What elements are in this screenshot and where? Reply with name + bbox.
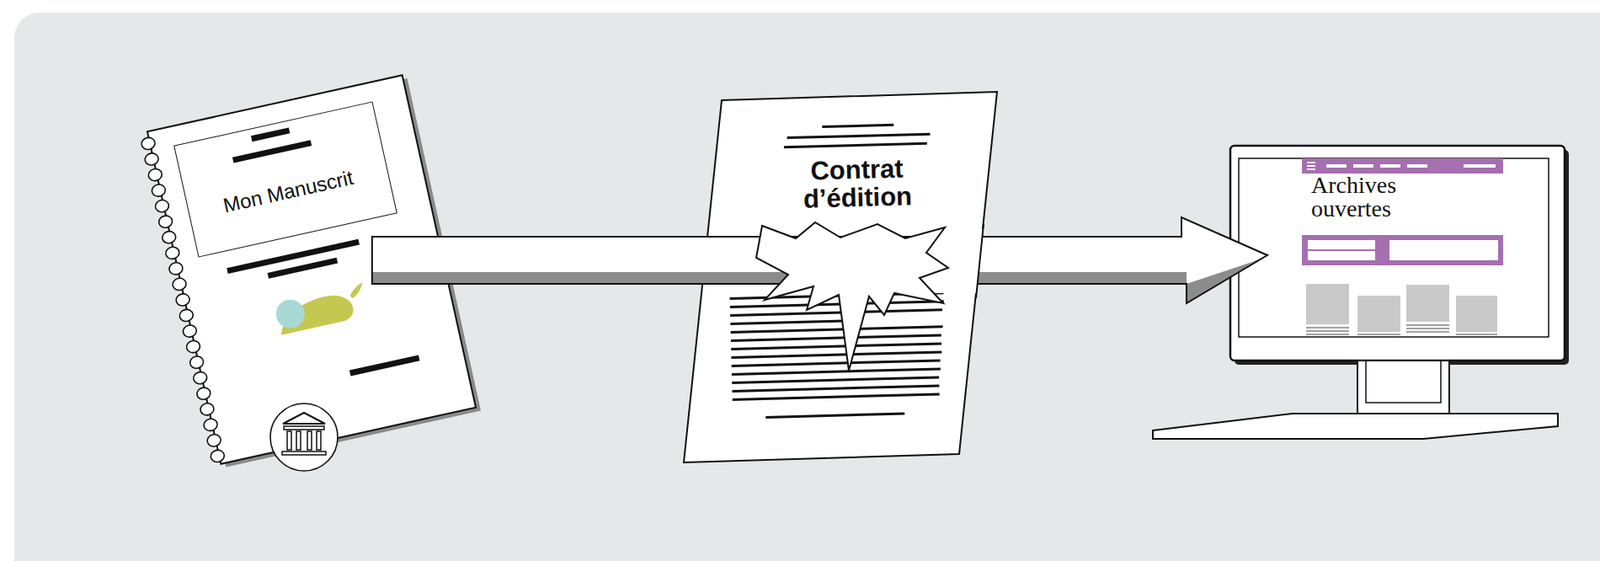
teal-dot	[273, 296, 309, 331]
spiral-ring	[147, 167, 164, 182]
text-bar	[267, 260, 337, 276]
site-menu-bar	[1301, 158, 1504, 174]
monitor-neck-inner	[1365, 360, 1441, 403]
spiral-ring	[181, 323, 198, 338]
spiral-ring	[175, 292, 192, 307]
menu-item	[1463, 164, 1496, 168]
monitor-neck	[1357, 360, 1450, 414]
menu-item	[1407, 164, 1428, 168]
text-line	[730, 326, 944, 333]
monitor-base	[1152, 413, 1558, 439]
computer	[1152, 145, 1569, 439]
search-divider	[1307, 249, 1376, 251]
text-line	[732, 394, 940, 400]
spiral-ring	[160, 229, 177, 245]
text-line	[730, 301, 944, 308]
spiral-ring	[206, 432, 223, 448]
spiral-binding	[140, 136, 226, 464]
node-text: Mon Manuscrit	[220, 165, 356, 218]
text-line	[730, 309, 943, 316]
menu-item	[1353, 164, 1374, 168]
manuscript-label: Mon Manuscrit	[173, 101, 398, 257]
monitor-frame	[1230, 145, 1565, 361]
spiral-ring	[144, 151, 160, 166]
spiral-ring	[199, 401, 216, 416]
caption-line	[1357, 334, 1401, 336]
olive-leaf	[347, 282, 366, 299]
spiral-ring	[196, 386, 213, 401]
badge-column	[287, 431, 292, 450]
thumbnail	[1456, 295, 1498, 332]
badge-circle	[270, 403, 338, 471]
caption-line	[1406, 331, 1450, 333]
thumbnail	[1406, 284, 1450, 322]
spiral-ring	[178, 308, 195, 323]
spiral-ring	[150, 183, 167, 198]
spiral-ring	[171, 277, 188, 292]
spiral-ring	[192, 370, 208, 385]
text-line	[730, 335, 942, 342]
spiral-ring	[185, 339, 202, 354]
menu-icon-line	[1306, 168, 1316, 171]
node-text: Archives ouvertes	[1311, 173, 1472, 221]
spiral-ring	[154, 198, 171, 214]
archive-screen: Archives ouvertes	[1238, 158, 1549, 337]
badge-base	[282, 451, 326, 455]
text-line	[765, 413, 905, 417]
text-line	[730, 343, 942, 350]
institution-badge	[270, 403, 338, 471]
thumbnail-captions	[1306, 325, 1498, 335]
menu-item	[1326, 164, 1347, 168]
caption-line	[1406, 325, 1450, 326]
spiral-ring	[164, 245, 181, 261]
text-line	[730, 320, 852, 325]
spiral-ring	[188, 355, 205, 370]
text-bar	[233, 143, 312, 161]
search-field	[1389, 240, 1499, 261]
text-line	[731, 368, 941, 374]
menu-icon-line	[1306, 165, 1316, 167]
monitor-shadow	[1234, 149, 1569, 365]
thumbnail	[1306, 283, 1350, 325]
contract-title: Contrat d’édition	[755, 153, 960, 215]
spiral-ring	[157, 214, 174, 230]
text-line	[731, 377, 939, 383]
spiral-ring	[168, 261, 185, 276]
caption-line	[1306, 327, 1350, 329]
badge-beam	[283, 426, 325, 430]
text-line	[821, 124, 894, 127]
tear-burst	[756, 222, 949, 371]
spiral-ring	[202, 417, 219, 432]
thumbnail	[1357, 295, 1401, 332]
monitor-screen	[1238, 158, 1549, 337]
caption-line	[1406, 328, 1450, 330]
caption-line	[1306, 330, 1350, 332]
text-bar	[251, 130, 290, 139]
search-field	[1307, 240, 1376, 261]
badge-column	[316, 431, 321, 450]
text-line	[730, 352, 942, 358]
text-line	[784, 143, 928, 147]
caption-line	[1306, 334, 1350, 336]
text-bar	[350, 357, 420, 374]
badge-column	[296, 431, 301, 450]
menu-item	[1380, 164, 1401, 168]
node-text: Contrat d’édition	[755, 153, 960, 215]
paper-edge	[976, 224, 984, 299]
text-bar	[227, 241, 359, 272]
badge-column	[307, 431, 312, 450]
search-bar	[1301, 234, 1504, 266]
text-line	[787, 133, 931, 138]
caption-line	[1456, 334, 1498, 336]
text-line	[731, 385, 939, 391]
arrow-shade	[372, 272, 1187, 284]
text-line	[731, 360, 941, 366]
spiral-ring	[209, 448, 226, 464]
spiral-ring	[140, 136, 157, 151]
badge-roof	[282, 412, 326, 424]
menu-icon-line	[1306, 161, 1316, 164]
